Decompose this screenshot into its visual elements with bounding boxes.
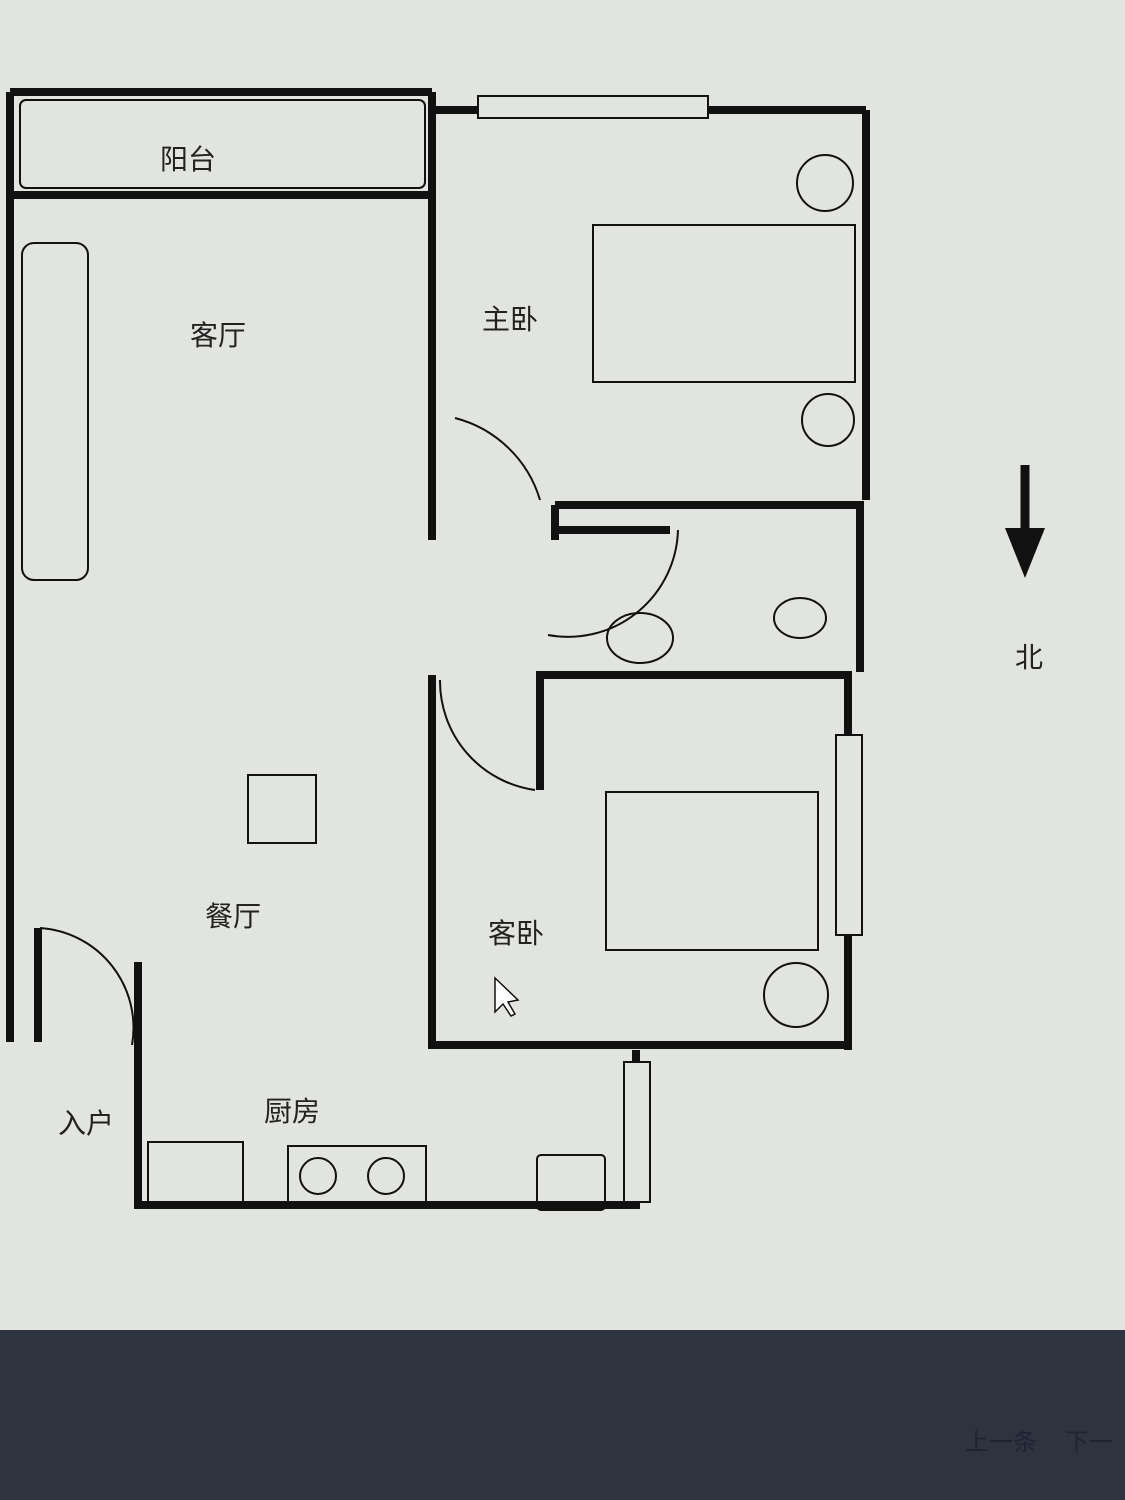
- wall-bath-left: [551, 505, 670, 540]
- plant-icon: [796, 154, 854, 212]
- label-dining-room: 餐厅: [205, 900, 262, 933]
- toilet-icon: [773, 597, 827, 639]
- sofa: [21, 242, 89, 581]
- kitchen-sink: [147, 1141, 244, 1203]
- door-swing-guest: [438, 679, 536, 791]
- fridge: [536, 1154, 606, 1211]
- next-link[interactable]: 下一: [1065, 1428, 1113, 1456]
- bed-master: [592, 224, 856, 383]
- balcony-railing: [19, 99, 426, 189]
- bed-guest: [605, 791, 819, 951]
- label-entrance: 入户: [58, 1107, 115, 1140]
- mouse-cursor-icon: [494, 976, 520, 1017]
- door-swing-entrance: [39, 927, 135, 1046]
- label-kitchen: 厨房: [264, 1095, 321, 1128]
- door-swing-master: [454, 417, 541, 501]
- burner-icon: [299, 1157, 337, 1195]
- walls: [6, 88, 870, 1209]
- label-living-room: 客厅: [190, 319, 247, 352]
- label-balcony: 阳台: [160, 143, 217, 176]
- window-master: [477, 95, 709, 119]
- floor-plan-drawing: [6, 88, 1045, 1211]
- window-kitchen: [623, 1061, 651, 1203]
- label-master-bedroom: 主卧: [482, 303, 539, 336]
- burner-icon: [367, 1157, 405, 1195]
- floor-plan: 阳台 客厅 主卧 餐厅 客卧 入户 厨房 北: [6, 88, 1045, 1211]
- sink-icon: [606, 612, 674, 664]
- north-label: 北: [1015, 641, 1044, 674]
- bottom-bar: [0, 1330, 1125, 1500]
- plant-icon: [801, 393, 855, 447]
- plant-icon: [763, 962, 829, 1028]
- label-guest-bedroom: 客卧: [488, 917, 545, 950]
- north-arrow-icon: [1005, 465, 1045, 578]
- wall-bath-top: [555, 501, 864, 672]
- stove: [287, 1145, 427, 1207]
- pager: 上一条下一: [965, 1422, 1125, 1457]
- prev-link[interactable]: 上一条: [965, 1428, 1037, 1456]
- window-guest: [835, 734, 863, 936]
- door-swing-bath: [547, 529, 679, 638]
- dining-table: [247, 774, 317, 844]
- wall-kitchen: [134, 962, 640, 1209]
